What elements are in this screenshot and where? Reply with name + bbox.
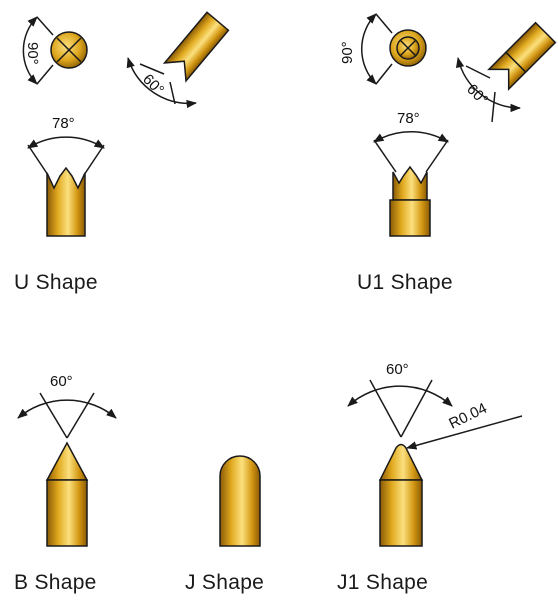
u1-60-angle-label: 60° [463, 81, 491, 109]
u1-90-angle-arc [360, 13, 377, 85]
u1-crown [392, 165, 428, 201]
j-round-tip [219, 455, 261, 547]
u-60-angle-label: 60° [139, 71, 167, 99]
u-shape-label: U Shape [14, 271, 98, 294]
b-cone-tip [45, 441, 89, 481]
u1-78-angle-arc [373, 131, 449, 143]
u1-90-angle-label: 90° [339, 41, 356, 64]
j-shape-group [219, 455, 261, 547]
u1-shape-label: U1 Shape [357, 271, 453, 294]
b-60-angle-arc [17, 399, 117, 419]
u1-60-angle-arc [455, 56, 522, 113]
j1-body [379, 479, 423, 547]
j1-shape-group: 60° R0.04 [347, 361, 523, 547]
j1-cone-tip [378, 443, 424, 481]
u-78-angle-label: 78° [52, 115, 75, 132]
u-78-angle-arc [27, 136, 105, 149]
u-90-angle-label: 90° [24, 42, 41, 65]
u1-78-angle-label: 78° [397, 110, 420, 127]
j1-shape-label: J1 Shape [337, 571, 429, 594]
u-tilted-tip [162, 11, 230, 83]
u1-body [389, 199, 431, 237]
b-shape-label: B Shape [14, 571, 97, 594]
u-crown-tip [46, 166, 86, 237]
u-shape-group: 90° 60° 78° [22, 11, 230, 237]
b-body [46, 479, 88, 547]
u-60-angle-arc [126, 56, 198, 109]
j1-60-angle-arc [347, 385, 453, 407]
u1-shape-group: 90° 60° 78° [339, 13, 557, 237]
u-90-angle-arc [22, 16, 38, 85]
j1-radius-label: R0.04 [446, 400, 489, 433]
b-60-angle-label: 60° [50, 373, 73, 390]
j-shape-label: J Shape [185, 571, 265, 594]
j1-60-angle-label: 60° [386, 361, 409, 378]
b-shape-group: 60° [17, 373, 117, 547]
u1-top-view [389, 29, 427, 67]
u1-tilted-tip [487, 21, 557, 91]
j1-radius-leader [405, 415, 523, 450]
u-top-view [50, 31, 88, 69]
